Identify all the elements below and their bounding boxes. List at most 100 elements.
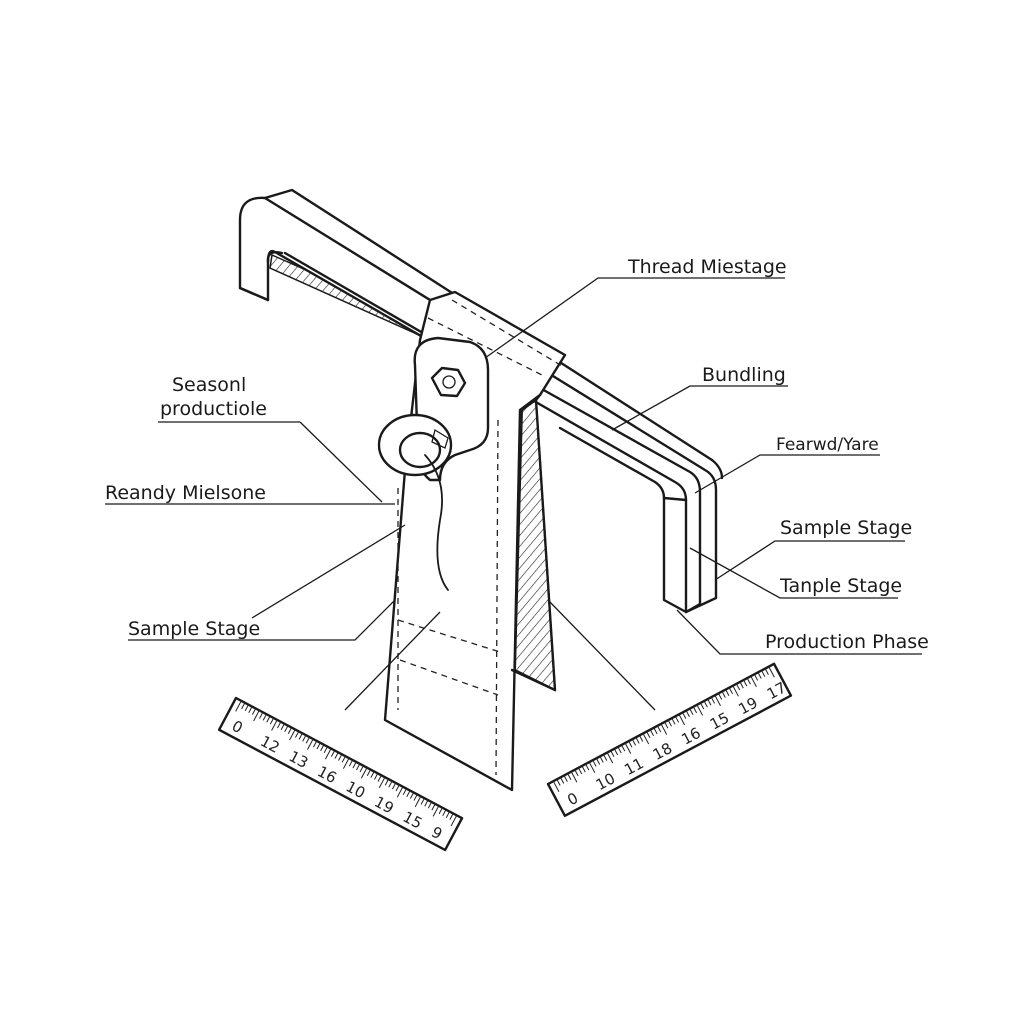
ruler-left-tick-mark	[442, 809, 447, 817]
ruler-left-tick-mark	[320, 744, 325, 752]
ruler-left-tick-mark	[251, 708, 257, 715]
ruler-left-tick-mark	[450, 815, 458, 827]
ruler-left-tick-mark	[445, 811, 450, 818]
ruler-right-tick-mark	[617, 746, 622, 754]
ruler-left-tick-mark	[280, 723, 285, 731]
ruler-left-tick-mark	[269, 717, 275, 725]
ruler-right-tick-mark	[750, 675, 757, 688]
ruler-left-tick-mark	[235, 700, 242, 712]
label-bundling: Bundling	[702, 364, 786, 386]
ruler-left-tick-mark	[316, 742, 321, 750]
ruler-right-tick-mark	[696, 704, 703, 716]
ruler-right-tick-mark	[674, 716, 680, 723]
ruler-left-tick-mark	[370, 771, 375, 778]
ruler-left-tick-mark	[341, 755, 346, 763]
ring-icon	[377, 413, 453, 477]
ruler-left-tick-mark	[338, 754, 343, 761]
ruler-left-tick-mark	[388, 780, 393, 788]
ruler-left-tick-mark	[298, 733, 303, 740]
ruler-right-tick-mark	[764, 668, 769, 675]
ruler-left-tick-mark	[289, 729, 296, 741]
ruler-right-tick-mark	[610, 750, 615, 758]
label-tanple-stage: Tanple Stage	[779, 575, 902, 597]
ruler-left-tick-mark	[324, 748, 332, 760]
ruler-right-tick-mark	[595, 758, 601, 765]
ruler-left-tick-mark	[312, 740, 318, 748]
ruler-right-tick-mark	[628, 740, 633, 748]
ruler-right-tick-mark	[682, 712, 687, 719]
ruler-right-tick-mark	[739, 681, 744, 689]
ruler-right-tick-mark	[768, 666, 775, 678]
ruler-right-tick-mark	[753, 674, 759, 681]
ruler-left-tick-mark	[342, 757, 350, 769]
ruler-left-tick-mark	[244, 704, 249, 712]
ruler-right-tick-mark	[577, 767, 583, 775]
clamp-bracket	[377, 336, 490, 591]
ruler-left-tick-mark	[356, 763, 361, 771]
ruler-right-tick-mark	[649, 729, 654, 737]
hanger-rail	[238, 188, 724, 614]
ruler-right-tick-mark	[581, 765, 586, 773]
ruler-left-tick-mark	[366, 769, 372, 776]
ruler-right-tick-mark	[714, 695, 721, 707]
ruler-left-tick-mark	[253, 710, 260, 722]
ruler-left-tick-mark	[284, 725, 289, 733]
ruler-left-tick-mark	[323, 746, 328, 754]
ruler-right-tick-mark	[585, 763, 590, 771]
ruler-right-tick-mark	[574, 769, 579, 777]
ruler-right-tick-mark	[761, 670, 766, 677]
ruler-right-tick-mark	[732, 685, 739, 697]
ruler-left-tick-mark	[271, 719, 278, 731]
ruler-right-tick-mark	[671, 717, 676, 725]
label-seasonal-line2: productiole	[160, 398, 267, 420]
ruler-right-tick-mark	[656, 725, 662, 733]
thread-icon	[424, 454, 449, 591]
ruler-left-tick-mark	[406, 790, 411, 797]
ruler-right-tick-mark	[685, 710, 690, 717]
ruler-left-tick-mark	[305, 736, 310, 744]
ruler-right-tick-mark	[599, 756, 604, 763]
ruler-right-tick-mark	[570, 771, 578, 783]
bolt-icon	[430, 366, 467, 398]
ruler-left-tick-mark	[277, 721, 282, 729]
ruler-right-tick-mark	[689, 708, 694, 716]
ruler-left-tick-mark	[432, 805, 440, 817]
ruler-right-tick-mark	[560, 777, 565, 784]
ruler-left-tick-mark	[431, 803, 436, 811]
ruler-right-tick-mark	[621, 744, 626, 752]
ruler-right-tick-mark	[556, 779, 561, 786]
ruler-right-tick-mark	[653, 727, 658, 735]
label-seasonal-line1: Seasonl	[172, 374, 246, 396]
ruler-left-tick-mark	[334, 752, 339, 759]
ruler-right-tick-mark	[700, 702, 705, 710]
ruler-left-tick-mark	[262, 713, 267, 721]
label-ready-milestone: Reandy Mielsone	[105, 482, 266, 504]
ruler-left-tick-mark	[360, 767, 368, 779]
ruler-right-tick-mark	[725, 689, 730, 696]
ruler-right-tick-mark	[646, 731, 651, 738]
ruler-left-tick-mark	[413, 794, 418, 801]
ruler-left-tick-mark	[259, 712, 264, 719]
ruler-left-tick-mark	[377, 775, 382, 782]
ruler-right-tick-mark	[567, 773, 572, 780]
label-sample-stage-left: Sample Stage	[128, 618, 260, 640]
ruler-right-tick-mark	[678, 714, 686, 726]
ruler-left-tick-mark	[395, 784, 400, 792]
ruler-left-tick-mark	[427, 801, 433, 809]
ruler-left-tick-mark	[295, 731, 300, 738]
label-sample-stage-right: Sample Stage	[780, 517, 912, 539]
ruler-left-tick-mark	[302, 734, 307, 742]
ruler-right-tick-mark	[703, 700, 708, 708]
ruler-right-tick-mark	[606, 752, 614, 764]
label-thread-milestage: Thread Miestage	[627, 256, 787, 278]
ruler-left-tick-mark	[438, 807, 443, 815]
ruler-left-tick-mark	[384, 778, 389, 786]
ruler-left-tick-mark	[348, 759, 354, 767]
ruler-left-tick-mark	[391, 782, 397, 790]
ruler-right-tick-mark	[707, 698, 712, 706]
ruler-right-tick-mark	[603, 754, 608, 761]
ruler-right-tick-mark	[743, 679, 748, 687]
ruler-left-tick-mark	[409, 792, 415, 799]
